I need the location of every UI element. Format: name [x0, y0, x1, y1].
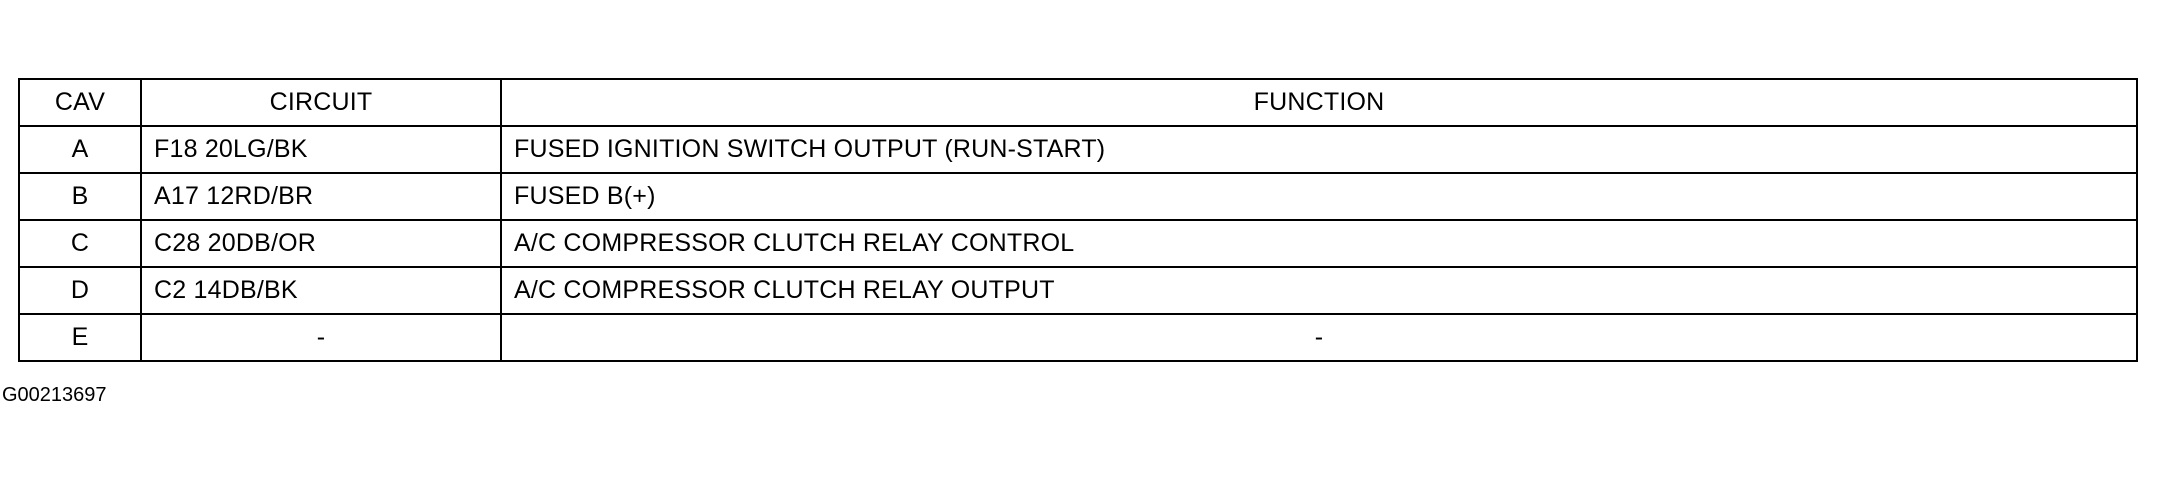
cav-cell: E	[18, 313, 142, 362]
table-row: B A17 12RD/BR FUSED B(+)	[18, 172, 2138, 221]
table-row: C C28 20DB/OR A/C COMPRESSOR CLUTCH RELA…	[18, 219, 2138, 268]
function-cell: FUSED B(+)	[500, 172, 2138, 221]
function-cell: A/C COMPRESSOR CLUTCH RELAY CONTROL	[500, 219, 2138, 268]
cav-cell: D	[18, 266, 142, 315]
header-cav: CAV	[18, 78, 142, 127]
cav-cell: B	[18, 172, 142, 221]
cav-cell: A	[18, 125, 142, 174]
function-cell: A/C COMPRESSOR CLUTCH RELAY OUTPUT	[500, 266, 2138, 315]
table-row: A F18 20LG/BK FUSED IGNITION SWITCH OUTP…	[18, 125, 2138, 174]
connector-pinout-table: CAV CIRCUIT FUNCTION A F18 20LG/BK FUSED…	[18, 78, 2138, 362]
circuit-cell: C2 14DB/BK	[140, 266, 502, 315]
circuit-cell: F18 20LG/BK	[140, 125, 502, 174]
figure-id-caption: G00213697	[2, 384, 107, 406]
table-row: E - -	[18, 313, 2138, 362]
header-function: FUNCTION	[500, 78, 2138, 127]
function-cell: -	[500, 313, 2138, 362]
circuit-cell: A17 12RD/BR	[140, 172, 502, 221]
header-circuit: CIRCUIT	[140, 78, 502, 127]
function-cell: FUSED IGNITION SWITCH OUTPUT (RUN-START)	[500, 125, 2138, 174]
table-row: D C2 14DB/BK A/C COMPRESSOR CLUTCH RELAY…	[18, 266, 2138, 315]
circuit-cell: -	[140, 313, 502, 362]
circuit-cell: C28 20DB/OR	[140, 219, 502, 268]
table-header-row: CAV CIRCUIT FUNCTION	[18, 78, 2138, 127]
connector-pinout-table-container: CAV CIRCUIT FUNCTION A F18 20LG/BK FUSED…	[18, 78, 2138, 362]
cav-cell: C	[18, 219, 142, 268]
